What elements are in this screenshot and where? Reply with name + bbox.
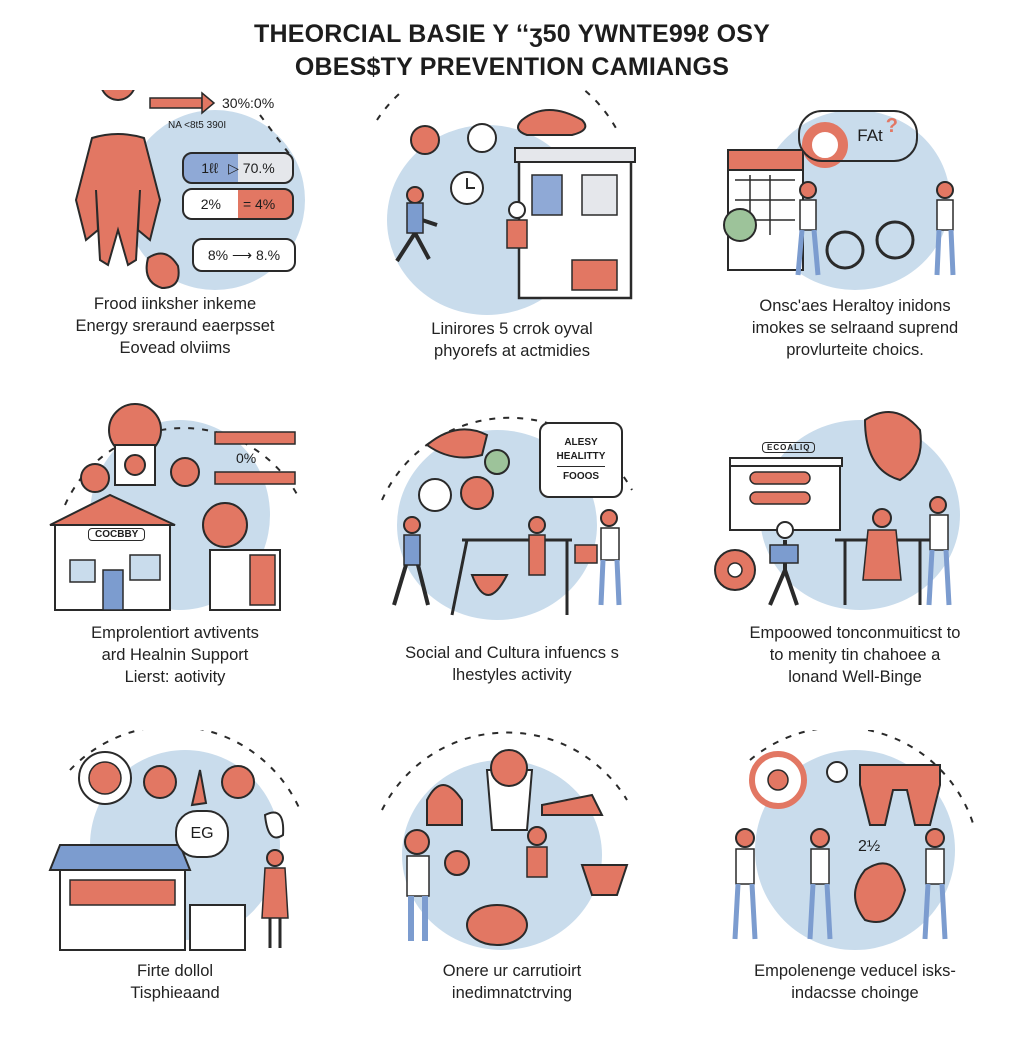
caption: Emprolentiort avtivents ard Healnin Supp… xyxy=(91,624,259,686)
panel-eating-together: Onere ur carrutioirt inedimnatctrving xyxy=(347,730,677,1050)
house-roof-icon xyxy=(49,493,176,526)
counter-sign: ECOALIQ xyxy=(762,442,816,453)
page-title: THEORCIAL BASIE Y ‘‘ʒ50 YWNTE99ℓ OSY OBE… xyxy=(0,18,1024,84)
body-icon xyxy=(74,133,162,267)
eg-bubble: EG xyxy=(175,810,229,858)
panel-physical-activity: Linirores 5 crrok oyval phyorefs at actm… xyxy=(347,90,677,410)
panel-environment-support: COCBBY 0% Emprolentiort avtivents ard He… xyxy=(10,400,340,720)
person-icon xyxy=(799,181,817,199)
number-label: 2½ xyxy=(858,838,881,855)
clock-icon xyxy=(826,761,848,783)
person-icon xyxy=(810,828,830,848)
peach-icon xyxy=(221,765,255,799)
caption: Linirores 5 crrok oyval phyorefs at actm… xyxy=(431,320,593,360)
healthy-foods-bubble: ALESY HEALITTY FOOOS xyxy=(539,422,623,498)
panel-food-shop: EG Firte dollol Tisphieaand xyxy=(10,730,340,1050)
bicycle-icon xyxy=(875,220,915,260)
person-icon xyxy=(404,829,430,855)
apple-icon xyxy=(418,478,452,512)
stat-row-3: 8% ⟶ 8.% xyxy=(192,238,296,272)
pizza-icon xyxy=(466,904,528,946)
tooth-icon xyxy=(859,764,941,826)
percent-label: 0% xyxy=(236,450,257,466)
person-icon xyxy=(735,828,755,848)
person-icon xyxy=(527,826,547,846)
person-icon xyxy=(600,509,618,527)
panel-energy-balance: 30%:0% NA <8t5 390I 1ℓℓ▷ 70.% 2%= 4% 8% … xyxy=(10,90,340,410)
apple-sketch-icon xyxy=(863,411,922,482)
person-icon xyxy=(776,521,794,539)
apple-icon xyxy=(410,125,440,155)
title-line-2: OBES$TY PREVENTION CAMIANGS xyxy=(294,53,730,81)
caption: Empolenenge veducel isks- indacsse choin… xyxy=(754,962,956,1002)
broccoli-icon xyxy=(484,449,510,475)
fries-icon xyxy=(580,864,629,896)
caption: Empoowed tonconmuiticst to to menity tin… xyxy=(749,624,961,686)
arrow-bar-icon xyxy=(149,97,203,109)
bag-icon xyxy=(426,784,463,826)
child-icon xyxy=(508,201,526,219)
caption: Frood iinksher inkeme Energy sreraund ea… xyxy=(75,295,275,357)
apple-icon xyxy=(143,765,177,799)
shopping-bag-icon xyxy=(189,904,246,951)
caption: Firte dollol Tisphieaand xyxy=(130,962,220,1002)
caption: Social and Cultura infuencs s lhestyles … xyxy=(405,644,619,684)
head-icon xyxy=(101,90,135,101)
arrow-value: 30%:0% xyxy=(222,95,275,111)
apple-icon xyxy=(444,850,470,876)
sandwich-icon xyxy=(541,793,604,816)
pizza-icon xyxy=(202,502,248,548)
person-icon xyxy=(403,516,421,534)
store-activity-illustration xyxy=(376,90,636,300)
panel-empowered-communities: ECOALIQ Empoowed tonconmuiticst to to me… xyxy=(690,400,1020,720)
bread-icon xyxy=(517,109,587,136)
caption: Onsc'aes Heraltoy inidons imokes se selr… xyxy=(751,297,959,359)
shop-illustration xyxy=(48,730,301,951)
fruit-icon xyxy=(145,252,180,290)
person-icon xyxy=(936,181,954,199)
small-label: NA <8t5 390I xyxy=(168,120,227,131)
stomach-icon xyxy=(854,862,907,923)
person-icon xyxy=(528,516,546,534)
store-sign: COCBBY xyxy=(88,528,146,541)
person-icon xyxy=(925,828,945,848)
apple-icon xyxy=(80,463,110,493)
store-illustration xyxy=(49,403,301,611)
bread-icon xyxy=(425,428,489,459)
apple-icon xyxy=(170,457,200,487)
apple-outline-icon xyxy=(467,123,497,153)
person-icon xyxy=(266,849,284,867)
bar-chart-icon xyxy=(214,431,296,445)
kitchen-illustration xyxy=(714,411,952,606)
tree-icon xyxy=(723,208,757,242)
swing-set-icon xyxy=(450,538,572,616)
carrot-icon xyxy=(190,769,208,807)
stat-row-2: 2%= 4% xyxy=(182,188,294,220)
stat-row-1: 1ℓℓ▷ 70.% xyxy=(182,152,294,184)
group-eating-illustration xyxy=(381,731,629,946)
basket-icon xyxy=(571,259,618,291)
shop-awning-icon xyxy=(48,844,192,871)
person-icon xyxy=(872,508,892,528)
fat-question-bubble: FAt ? xyxy=(798,110,918,162)
title-line-1: THEORCIAL BASIE Y ‘‘ʒ50 YWNTE99ℓ OSY xyxy=(253,20,771,48)
sign-icon xyxy=(574,544,598,564)
risk-reduction-illustration xyxy=(732,730,976,940)
runner-icon xyxy=(406,186,424,204)
caption: Onere ur carrutioirt inedimnatctrving xyxy=(442,962,582,1002)
park-illustration xyxy=(381,416,633,616)
panel-reduce-risks: 2½ Empolenenge veducel isks- indacsse ch… xyxy=(690,730,1020,1050)
human-body-illustration xyxy=(74,90,291,290)
apple-icon xyxy=(460,476,494,510)
panel-social-cultural: ALESY HEALITTY FOOOS Social and Cultura … xyxy=(347,400,677,720)
person-icon xyxy=(929,496,947,514)
panel-healthy-choices: FAt ? Onsc'aes Heraltoy inidons imokes s… xyxy=(690,90,1020,410)
leaf-icon xyxy=(263,811,285,839)
